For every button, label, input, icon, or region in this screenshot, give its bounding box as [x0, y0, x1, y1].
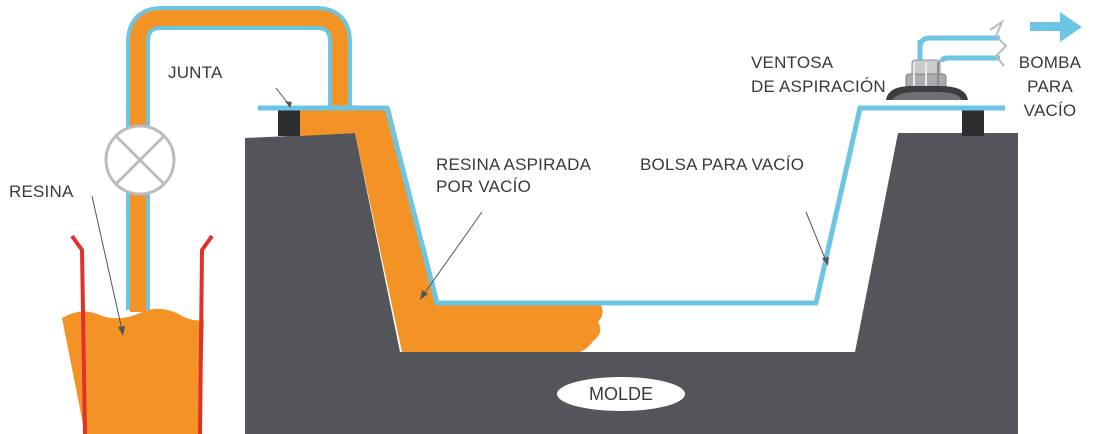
- label-ventosa-line1: VENTOSA: [751, 53, 834, 72]
- pointer-junta-head: [285, 101, 292, 108]
- mold: [245, 133, 1018, 434]
- pointer-bolsa: [805, 211, 827, 262]
- label-resina: RESINA: [9, 182, 74, 201]
- label-bomba-line3: VACÍO: [1024, 101, 1077, 120]
- label-junta: JUNTA: [168, 63, 223, 82]
- vacuum-bag: [258, 105, 1005, 306]
- resin-tube-fill: [130, 10, 348, 312]
- pointer-bolsa-head: [822, 257, 829, 266]
- resin-container: [62, 234, 214, 434]
- label-bolsa: BOLSA PARA VACÍO: [640, 155, 804, 174]
- pointer-resina-head: [118, 326, 125, 336]
- pointer-resina-aspirada: [423, 211, 483, 295]
- pipe-break-icon: [989, 19, 1008, 67]
- pump-tube-inner: [917, 35, 1000, 49]
- label-bomba-line1: BOMBA: [1019, 53, 1082, 72]
- seal-block-right: [962, 110, 984, 136]
- seal-block-left: [278, 110, 300, 136]
- valve-icon: [104, 124, 176, 196]
- arrow-right-icon: [1030, 12, 1082, 42]
- label-resina-aspirada-line2: POR VACÍO: [436, 177, 531, 196]
- suction-cup-icon: [886, 59, 968, 100]
- mold-label-badge: [557, 377, 685, 411]
- pump-tube-outer: [939, 55, 1000, 63]
- pointer-resina-aspirada-head: [420, 290, 428, 300]
- label-resina-aspirada-line1: RESINA ASPIRADA: [436, 155, 592, 174]
- pointer-resina: [91, 195, 123, 331]
- label-bomba-line2: PARA: [1027, 77, 1073, 96]
- label-molde: MOLDE: [589, 384, 653, 404]
- resin-infused: [300, 105, 603, 352]
- label-ventosa-line2: DE ASPIRACIÓN: [751, 77, 886, 96]
